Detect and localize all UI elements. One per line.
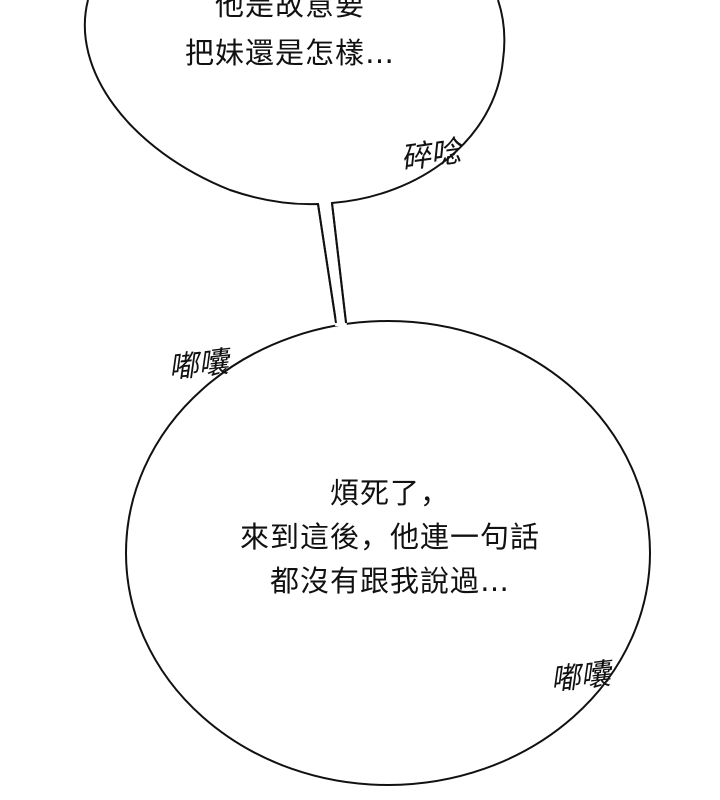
top-bubble-line-2: 把妹還是怎樣… [184,36,395,70]
tail-join-lines [317,202,347,324]
bottom-bubble-line-3: 都沒有跟我說過… [269,564,510,598]
sfx-top-right: 碎唸 [398,133,463,177]
bottom-bubble-line-2: 來到這後，他連一句話 [239,520,540,554]
bottom-bubble-line-1: 煩死了， [329,476,450,510]
tail-join [335,318,347,326]
sfx-mid-left: 嘟囔 [166,344,231,387]
bottom-bubble-outline [125,320,651,786]
top-bubble-line-1: 他是故意要 [214,0,365,22]
sfx-bottom-right: 嘟囔 [548,656,613,699]
